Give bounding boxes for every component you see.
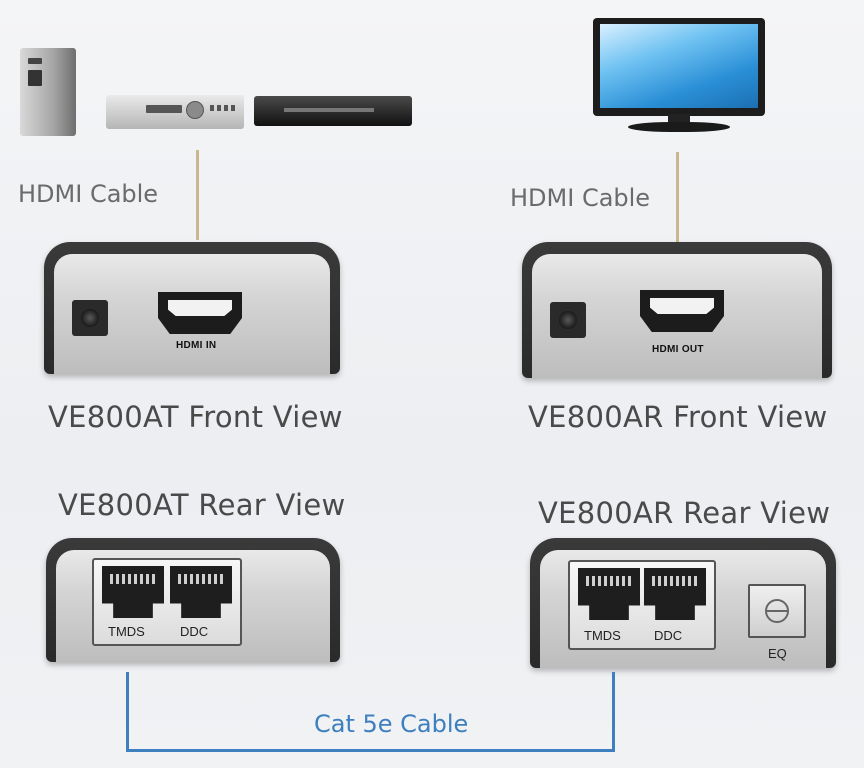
hdmi-in-port-icon: [158, 292, 242, 334]
ve800ar-rear-panel: TMDS DDC EQ: [530, 538, 836, 668]
cat5e-cable-label: Cat 5e Cable: [314, 710, 469, 738]
left-hdmi-cable-line: [196, 150, 199, 240]
ve800at-rear-view-label: VE800AT Rear View: [58, 488, 346, 522]
power-jack-icon: [72, 300, 108, 336]
ddc-port-label: DDC: [180, 624, 209, 639]
tmds-port-label: TMDS: [108, 624, 145, 639]
rj45-port-frame: TMDS DDC: [92, 558, 242, 646]
left-hdmi-cable-label: HDMI Cable: [18, 180, 159, 208]
eq-dial-icon: [748, 584, 806, 638]
ddc-rj45-port-icon: [644, 568, 706, 620]
ve800ar-front-view-label: VE800AR Front View: [528, 400, 828, 434]
power-jack-icon: [550, 302, 586, 338]
right-hdmi-cable-line: [676, 152, 679, 242]
hdmi-out-port-label: HDMI OUT: [652, 344, 704, 355]
ve800ar-front-panel: HDMI OUT: [522, 242, 832, 378]
ve800at-rear-panel: TMDS DDC: [46, 538, 340, 662]
ve800at-front-panel: HDMI IN: [44, 242, 340, 374]
rj45-port-frame: TMDS DDC: [568, 560, 716, 650]
ve800ar-rear-view-label: VE800AR Rear View: [538, 496, 831, 530]
cat5e-cable-right-drop: [612, 672, 615, 752]
audio-receiver-icon: [106, 95, 244, 129]
hdmi-out-port-icon: [640, 290, 724, 332]
hdmi-in-port-label: HDMI IN: [176, 340, 217, 351]
cat5e-cable-left-drop: [126, 672, 129, 752]
ddc-port-label: DDC: [654, 628, 683, 643]
tmds-port-label: TMDS: [584, 628, 621, 643]
cat5e-cable-bottom-line: [126, 749, 615, 752]
ddc-rj45-port-icon: [170, 566, 232, 618]
tmds-rj45-port-icon: [578, 568, 640, 620]
dvd-player-icon: [254, 96, 412, 126]
ve800at-front-view-label: VE800AT Front View: [48, 400, 343, 434]
desktop-pc-icon: [20, 48, 76, 136]
tmds-rj45-port-icon: [102, 566, 164, 618]
eq-label: EQ: [768, 646, 787, 661]
right-hdmi-cable-label: HDMI Cable: [510, 184, 651, 212]
